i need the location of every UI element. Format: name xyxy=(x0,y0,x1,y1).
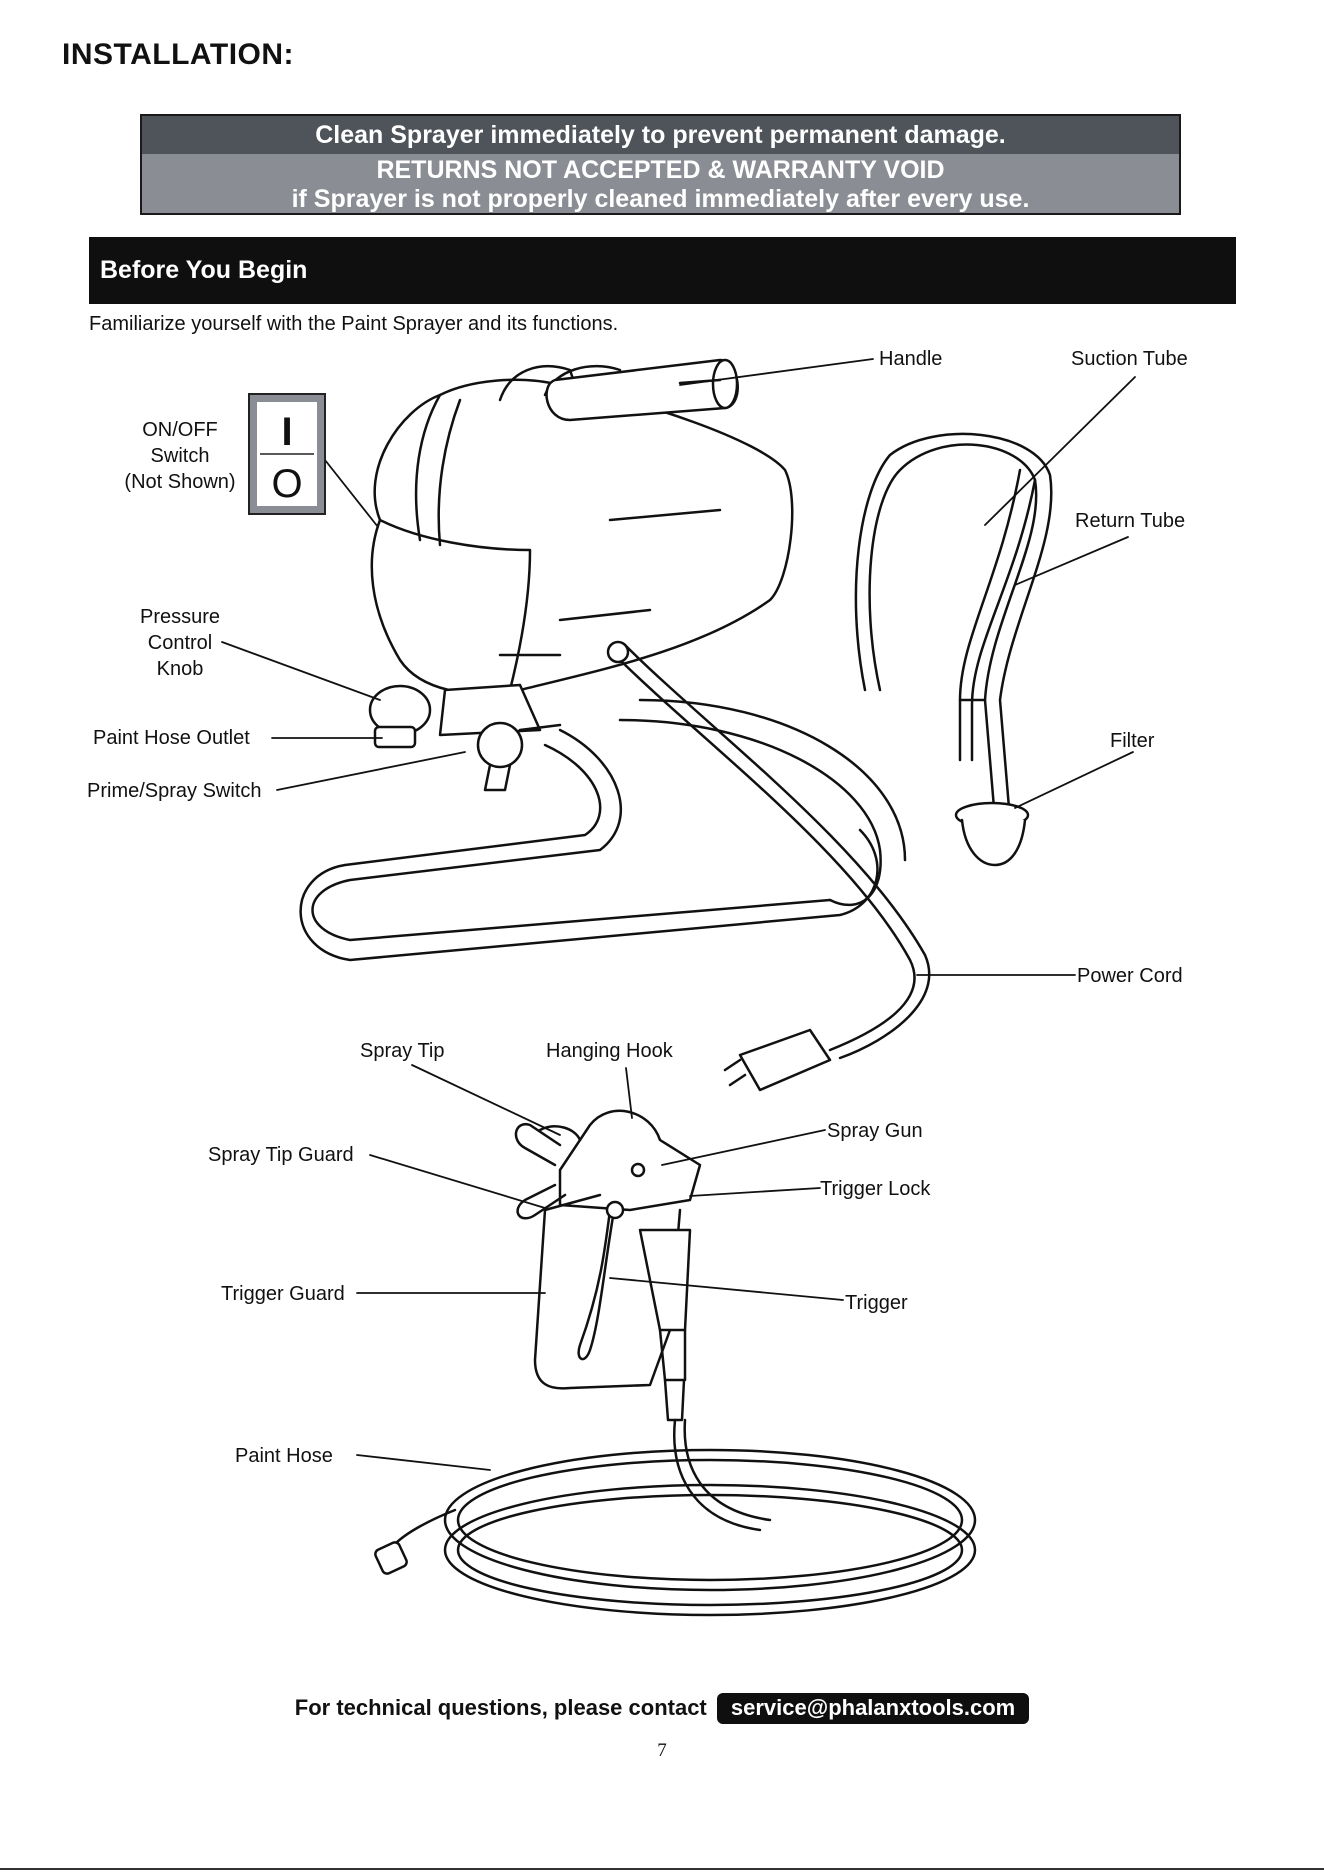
label-return-tube: Return Tube xyxy=(1075,510,1185,532)
label-on-off-switch-2: Switch xyxy=(151,445,210,467)
switch-on-symbol: I xyxy=(281,410,292,454)
label-filter: Filter xyxy=(1110,730,1155,752)
page-number: 7 xyxy=(657,1740,667,1761)
label-pressure-control-knob-3: Knob xyxy=(157,658,204,680)
footer-text: For technical questions, please contact xyxy=(294,1695,707,1720)
label-hanging-hook: Hanging Hook xyxy=(546,1040,674,1062)
pump-assembly xyxy=(368,683,562,792)
label-trigger-guard: Trigger Guard xyxy=(221,1283,345,1305)
label-spray-tip-guard: Spray Tip Guard xyxy=(208,1144,354,1166)
spray-gun xyxy=(514,1109,702,1422)
power-cord xyxy=(606,640,931,1092)
label-suction-tube: Suction Tube xyxy=(1071,348,1188,370)
label-handle: Handle xyxy=(879,348,942,370)
label-paint-hose: Paint Hose xyxy=(235,1445,333,1467)
suction-and-return-tubes xyxy=(854,432,1053,822)
paint-hose xyxy=(374,1418,977,1617)
label-trigger-lock: Trigger Lock xyxy=(820,1178,931,1200)
label-on-off-switch-3: (Not Shown) xyxy=(124,471,235,493)
label-pressure-control-knob-2: Control xyxy=(148,632,212,654)
label-prime-spray-switch: Prime/Spray Switch xyxy=(87,780,262,802)
label-pressure-control-knob-1: Pressure xyxy=(140,606,220,628)
handle xyxy=(545,358,739,422)
warning-banner: Clean Sprayer immediately to prevent per… xyxy=(140,114,1181,215)
leader-lines xyxy=(221,358,1136,1471)
paint-sprayer-diagram: I O Handle Suction Tube ON/OFF Switch (N… xyxy=(87,348,1188,1617)
warning-line-1: Clean Sprayer immediately to prevent per… xyxy=(142,116,1179,154)
label-power-cord: Power Cord xyxy=(1077,965,1183,987)
warning-detail: RETURNS NOT ACCEPTED & WARRANTY VOID if … xyxy=(142,154,1179,213)
label-trigger: Trigger xyxy=(845,1292,908,1314)
stand-frame xyxy=(299,698,907,962)
motor-housing xyxy=(370,365,794,695)
warning-line-2: RETURNS NOT ACCEPTED & WARRANTY VOID xyxy=(376,156,945,184)
on-off-switch-symbol: I O xyxy=(248,393,326,515)
section-heading: Before You Begin xyxy=(89,237,1236,304)
filter xyxy=(954,801,1030,867)
switch-off-symbol: O xyxy=(271,462,302,506)
page-title: INSTALLATION: xyxy=(62,38,295,71)
warning-line-3: if Sprayer is not properly cleaned immed… xyxy=(291,185,1030,213)
intro-text: Familiarize yourself with the Paint Spra… xyxy=(89,313,619,335)
support-email-link[interactable]: service@phalanxtools.com xyxy=(716,1693,1030,1724)
label-on-off-switch-1: ON/OFF xyxy=(142,419,218,441)
label-spray-tip: Spray Tip xyxy=(360,1040,444,1062)
label-spray-gun: Spray Gun xyxy=(827,1120,923,1142)
footer-contact: For technical questions, please contact … xyxy=(0,1693,1324,1724)
label-paint-hose-outlet: Paint Hose Outlet xyxy=(93,727,250,749)
bottom-rule xyxy=(0,1868,1324,1870)
